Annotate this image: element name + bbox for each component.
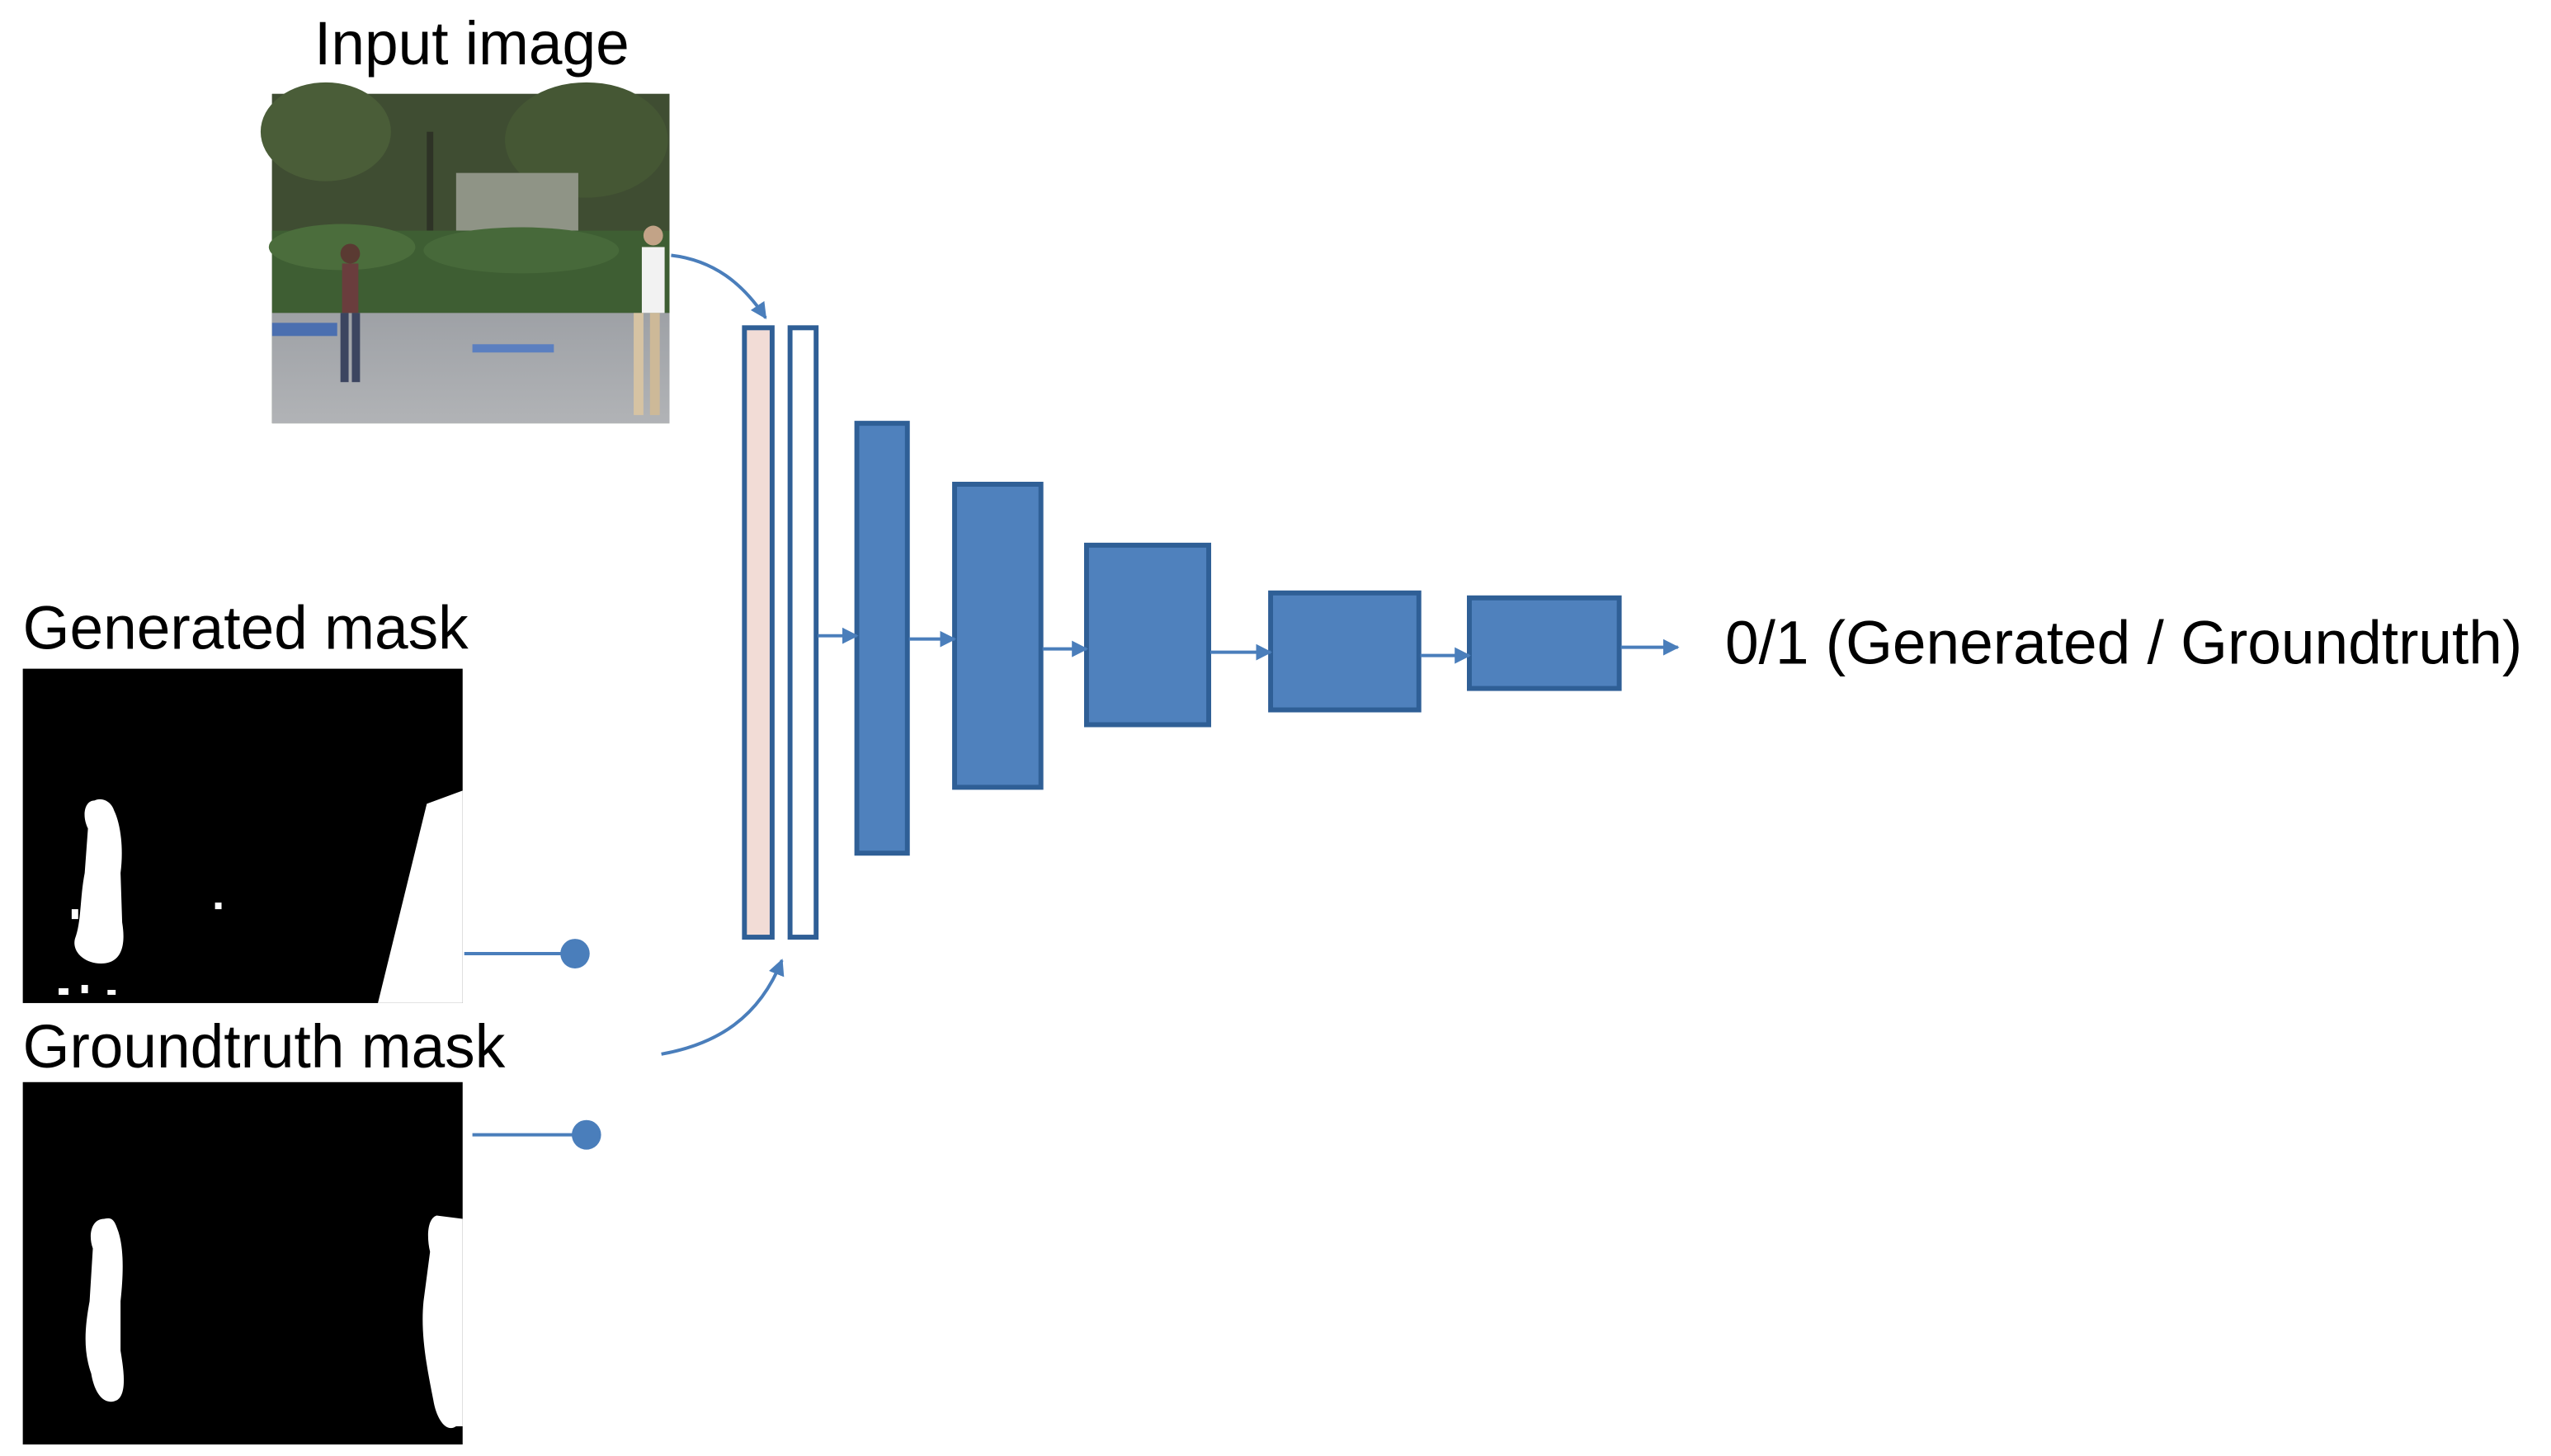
conv-block-2: [952, 482, 1044, 790]
generated-mask-label: Generated mask: [23, 593, 469, 662]
conv-block-1: [854, 421, 910, 856]
input-image-arrow: [671, 253, 767, 320]
generated-mask-connector: [464, 939, 590, 969]
conv-block-4: [1268, 590, 1422, 713]
input-image: [260, 82, 670, 424]
generated-mask-image: [22, 668, 463, 1003]
groundtruth-mask-connector: [472, 1119, 601, 1150]
conv-block-5: [1466, 595, 1622, 691]
output-label: 0/1 (Generated / Groundtruth): [1725, 608, 2522, 676]
input-image-label: Input image: [314, 8, 629, 77]
groundtruth-mask-image: [22, 1081, 463, 1445]
input-layer-mask: [787, 325, 819, 940]
conv-block-3: [1084, 542, 1212, 728]
mask-arrow: [661, 959, 785, 1056]
input-layer-image: [742, 325, 775, 940]
groundtruth-mask-label: Groundtruth mask: [23, 1011, 506, 1080]
